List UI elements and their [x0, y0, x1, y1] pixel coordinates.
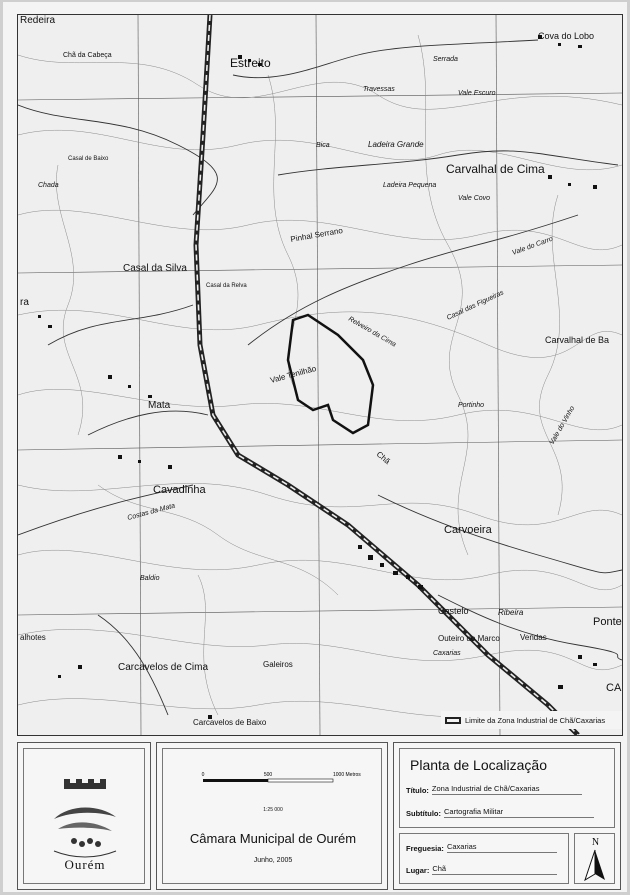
freguesia-field: Freguesia: Caxarias	[406, 842, 557, 853]
place-label: Portinho	[458, 402, 484, 409]
north-arrow-icon	[584, 849, 605, 882]
place-label: Chada	[38, 182, 59, 189]
map-legend: Limite da Zona Industrial de Chã/Caxaria…	[441, 711, 622, 729]
freguesia-value: Caxarias	[446, 842, 557, 853]
scale-ratio: 1:25 000	[263, 807, 283, 813]
place-label: Vale do Carro	[511, 236, 554, 257]
place-label: Chã	[375, 450, 392, 467]
place-label: Estreito	[230, 56, 271, 70]
place-label: ra	[20, 297, 29, 308]
scale-tick-label: 1000 Metros	[333, 772, 361, 778]
place-label: Casal das Figueiras	[446, 289, 505, 322]
place-label: Vendas	[520, 633, 547, 642]
title-block: Ourém 0 500 1000 Metros 1:25 000 Câmara …	[17, 742, 621, 892]
place-label: Galeiros	[263, 660, 293, 669]
titulo-label: Título:	[406, 786, 429, 795]
titulo-value: Zona Industrial de Chã/Caxarias	[431, 784, 582, 795]
place-label: Serrada	[433, 56, 458, 63]
place-label: Caxarias	[433, 650, 461, 657]
place-label: Costas da Mata	[127, 502, 176, 521]
lugar-label: Lugar:	[406, 866, 430, 875]
ourem-logo-icon	[53, 779, 117, 858]
place-label: Chã da Cabeça	[63, 52, 112, 59]
subtitulo-label: Subtítulo:	[406, 809, 441, 818]
north-label: N	[591, 837, 600, 848]
main-road	[193, 15, 580, 735]
organization-name: Câmara Municipal de Ourém	[189, 831, 357, 846]
place-label: Casal da Silva	[123, 263, 187, 274]
info-box: Planta de Localização Título: Zona Indus…	[393, 742, 621, 890]
place-label: Baldio	[140, 575, 160, 582]
place-label: Redeira	[20, 15, 55, 26]
place-label: Castelo	[438, 606, 469, 616]
place-label: Mata	[148, 400, 171, 411]
place-label: Outeiro do Marco	[438, 634, 500, 643]
place-label: Carvoeira	[444, 524, 493, 536]
place-label: Carvalhal de Cima	[446, 162, 545, 176]
place-label: alhotes	[20, 633, 46, 642]
place-label: Ponte	[593, 616, 622, 628]
place-label: Casal de Baixo	[68, 156, 109, 162]
titulo-field: Título: Zona Industrial de Chã/Caxarias	[406, 784, 582, 795]
subtitulo-value: Cartografia Militar	[444, 807, 594, 818]
settlements	[38, 35, 597, 719]
place-label: CA	[606, 682, 622, 694]
place-label: Travessas	[363, 86, 395, 93]
north-arrow-box: N	[574, 833, 615, 884]
place-label: Carcavelos de Baixo	[193, 718, 267, 727]
logo-box: Ourém	[17, 742, 151, 890]
place-label: Casal da Relva	[206, 283, 247, 289]
map-grid	[18, 15, 622, 735]
scale-tick-label: 500	[264, 772, 273, 778]
place-label: Carcavelos de Cima	[118, 662, 208, 673]
place-label: Cova do Lobo	[538, 31, 594, 41]
scale-tick-label: 0	[202, 772, 205, 778]
place-label: Relveiro da Cima	[347, 316, 397, 349]
place-label: Carvalhal de Ba	[545, 335, 609, 345]
place-label: Ribeira	[498, 608, 524, 617]
place-labels: Cova do Lobo Estreito Serrada Chã da Cab…	[20, 15, 622, 727]
industrial-zone-boundary[interactable]	[286, 313, 375, 435]
lugar-field: Lugar: Chã	[406, 864, 558, 875]
map-sheet: Cova do Lobo Estreito Serrada Chã da Cab…	[3, 2, 627, 892]
center-box: 0 500 1000 Metros 1:25 000 Câmara Munici…	[156, 742, 388, 890]
scale-bar: 0 500 1000 Metros	[202, 772, 361, 783]
zone-boundary-swatch	[445, 716, 461, 724]
place-label: Bica	[316, 142, 330, 149]
place-label: Ladeira Grande	[368, 140, 424, 149]
place-label: Ladeira Pequena	[383, 182, 436, 189]
place-label: Cavadinha	[153, 484, 206, 496]
map-canvas: Cova do Lobo Estreito Serrada Chã da Cab…	[18, 15, 622, 735]
freguesia-label: Freguesia:	[406, 844, 444, 853]
topographic-map[interactable]: Cova do Lobo Estreito Serrada Chã da Cab…	[17, 14, 623, 736]
lugar-value: Chã	[432, 864, 558, 875]
subtitulo-field: Subtítulo: Cartografia Militar	[406, 807, 594, 818]
logo-text: Ourém	[64, 857, 106, 872]
legend-label: Limite da Zona Industrial de Chã/Caxaria…	[465, 715, 606, 725]
place-label: Vale Escuro	[458, 90, 496, 97]
plan-date: Junho, 2005	[253, 857, 293, 864]
place-label: Vale Covo	[458, 195, 490, 202]
plan-title: Planta de Localização	[410, 757, 547, 773]
secondary-roads	[18, 39, 622, 716]
